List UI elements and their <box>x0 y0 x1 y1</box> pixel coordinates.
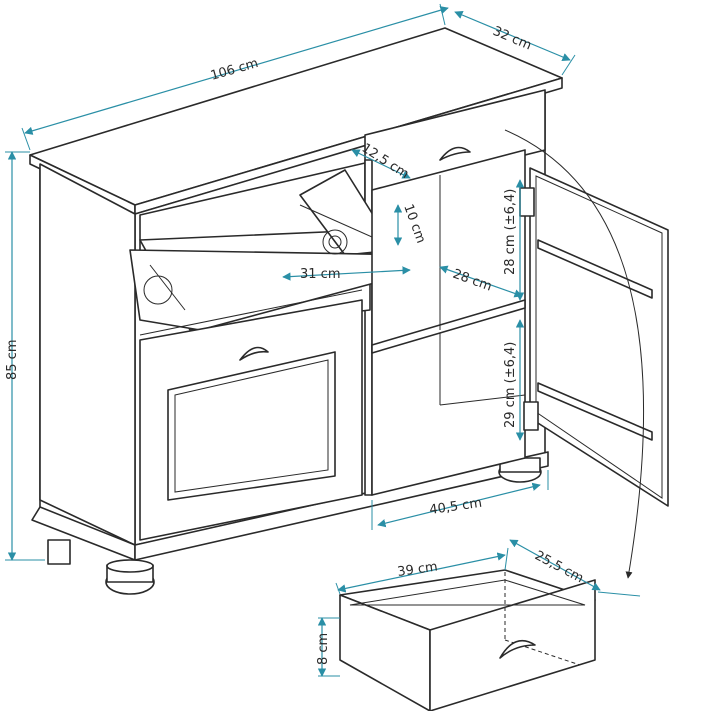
label-width: 106 cm <box>209 56 260 84</box>
dimension-lines <box>5 3 645 677</box>
label-compartment-width: 40,5 cm <box>428 496 482 518</box>
label-drawer-depth: 25,5 cm <box>532 548 586 586</box>
label-tray-width: 31 cm <box>300 267 341 282</box>
label-lower-compartment: 29 cm (±6,4) <box>503 342 518 428</box>
drawer-detail <box>339 569 596 711</box>
label-height: 85 cm <box>5 340 20 381</box>
label-drawer-height: 8 cm <box>316 633 331 665</box>
label-upper-compartment: 28 cm (±6,4) <box>503 189 518 275</box>
label-drawer-width: 39 cm <box>396 559 438 579</box>
label-depth: 32 cm <box>490 24 533 54</box>
cabinet <box>29 27 669 595</box>
